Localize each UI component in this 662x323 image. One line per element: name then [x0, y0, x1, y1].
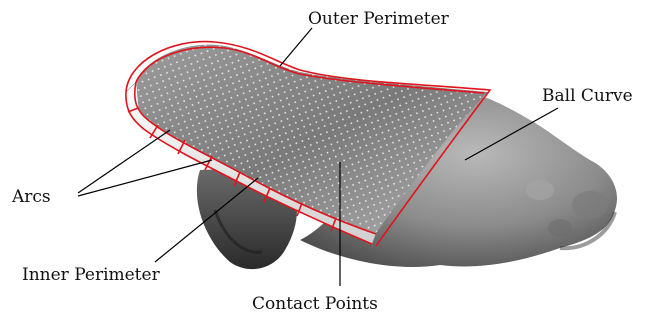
arcs-leader-2 [78, 160, 212, 196]
ball-curve-label: Ball Curve [542, 86, 633, 106]
contact-points-label: Contact Points [252, 294, 378, 314]
outer-perimeter-label: Outer Perimeter [308, 9, 450, 29]
outer-perimeter-leader [280, 28, 312, 66]
arcs-label: Arcs [11, 187, 51, 207]
inner-perimeter-label: Inner Perimeter [22, 265, 161, 285]
